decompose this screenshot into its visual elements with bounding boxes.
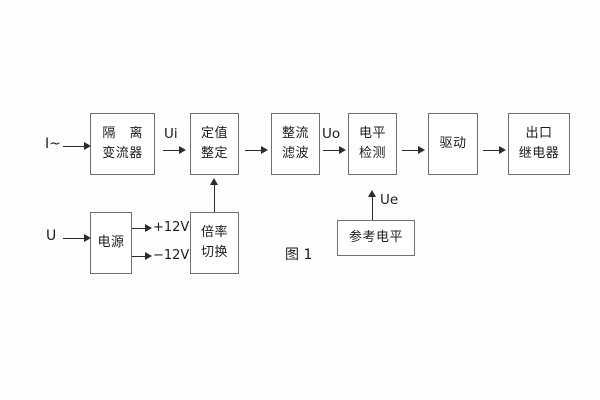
block-power-supply[interactable]: 电源 bbox=[90, 212, 132, 274]
input-label-voltage: U bbox=[46, 228, 57, 244]
block-setting-value-line-2: 整定 bbox=[200, 146, 228, 161]
block-driver-line-1: 驱动 bbox=[439, 135, 467, 151]
arrowhead-voltage-input bbox=[84, 233, 91, 242]
block-reference-level-line-1: 参考电平 bbox=[348, 229, 403, 245]
block-setting-value[interactable]: 定值 整定 bbox=[190, 113, 239, 175]
block-power-supply-line-1: 电源 bbox=[97, 234, 125, 250]
block-isolation-transformer-line-1: 隔 离 bbox=[102, 125, 148, 141]
signal-label-ue: Ue bbox=[380, 192, 399, 208]
block-rectify-filter-line-1: 整流 bbox=[281, 125, 309, 141]
block-rectify-filter-line-2: 滤波 bbox=[281, 146, 309, 161]
connector-current-input bbox=[63, 146, 85, 147]
connector-isolation-to-setting bbox=[163, 150, 180, 151]
block-driver[interactable]: 驱动 bbox=[428, 113, 478, 175]
connector-reference-to-level bbox=[372, 197, 373, 220]
arrowhead-rail-negative bbox=[145, 251, 152, 260]
block-output-relay[interactable]: 出口 继电器 bbox=[508, 113, 570, 175]
connector-rectify-to-level bbox=[323, 150, 340, 151]
connector-voltage-input bbox=[63, 238, 85, 239]
arrowhead-level-to-driver bbox=[418, 145, 425, 154]
figure-caption: 图 1 bbox=[285, 247, 313, 263]
block-output-relay-line-1: 出口 bbox=[525, 125, 553, 141]
arrowhead-current-input bbox=[84, 141, 91, 150]
connector-level-to-driver bbox=[402, 150, 419, 151]
block-level-detect-line-2: 检测 bbox=[358, 146, 386, 161]
block-setting-value-line-1: 定值 bbox=[200, 125, 228, 141]
arrowhead-isolation-to-setting bbox=[179, 145, 186, 154]
connector-rail-positive bbox=[132, 228, 146, 229]
arrowhead-rail-positive bbox=[145, 223, 152, 232]
arrowhead-setting-to-rectify bbox=[261, 145, 268, 154]
block-reference-level[interactable]: 参考电平 bbox=[337, 220, 415, 256]
block-multiplier-switch-line-2: 切换 bbox=[200, 245, 228, 260]
arrowhead-reference-to-level bbox=[367, 190, 376, 197]
arrowhead-rectify-to-level bbox=[339, 145, 346, 154]
block-isolation-transformer[interactable]: 隔 离 变流器 bbox=[90, 113, 155, 175]
block-level-detect-line-1: 电平 bbox=[358, 125, 386, 141]
input-label-current: I~ bbox=[45, 136, 61, 152]
signal-label-uo: Uo bbox=[322, 126, 341, 142]
connector-setting-to-rectify bbox=[245, 150, 262, 151]
signal-label-ui: Ui bbox=[164, 126, 178, 142]
block-output-relay-line-2: 继电器 bbox=[518, 146, 560, 161]
block-multiplier-switch-line-1: 倍率 bbox=[200, 224, 228, 240]
block-rectify-filter[interactable]: 整流 滤波 bbox=[271, 113, 320, 175]
block-multiplier-switch[interactable]: 倍率 切换 bbox=[190, 212, 239, 274]
rail-label-positive: +12V bbox=[153, 220, 190, 235]
connector-multiplier-to-setting bbox=[214, 185, 215, 212]
block-level-detect[interactable]: 电平 检测 bbox=[348, 113, 397, 175]
block-isolation-transformer-line-2: 变流器 bbox=[102, 146, 143, 161]
arrowhead-multiplier-to-setting bbox=[209, 178, 218, 185]
connector-rail-negative bbox=[132, 256, 146, 257]
rail-label-negative: −12V bbox=[153, 248, 190, 263]
connector-driver-to-relay bbox=[483, 150, 500, 151]
arrowhead-driver-to-relay bbox=[499, 145, 506, 154]
